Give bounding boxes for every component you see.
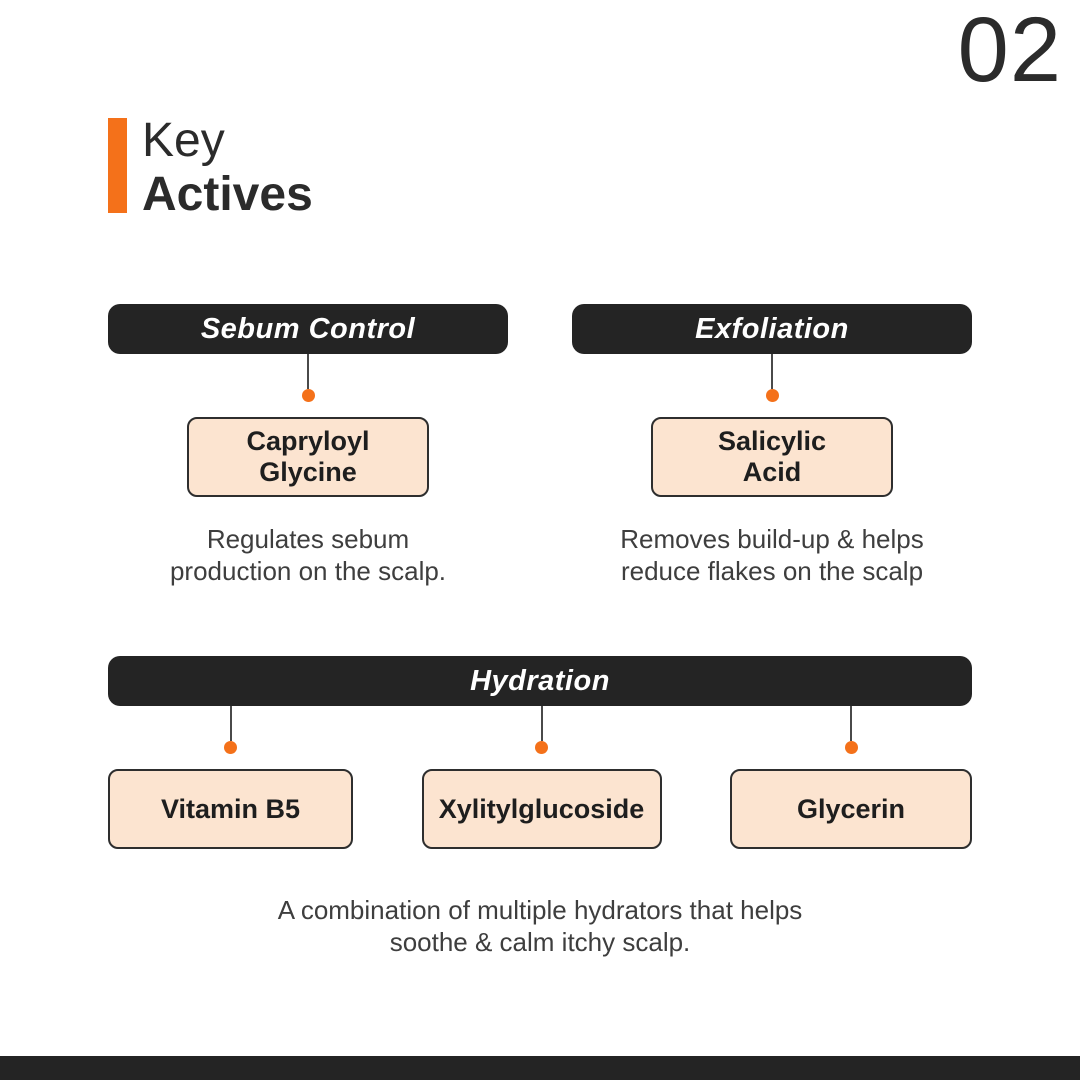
- active-box-salicylic-acid: Salicylic Acid: [651, 417, 893, 497]
- connector-dot: [844, 741, 858, 754]
- connector-line: [540, 706, 543, 741]
- category-pill-hydration: Hydration: [108, 656, 972, 706]
- active-label: Capryloyl Glycine: [246, 426, 370, 487]
- hydration-column-vitamin-b5: Vitamin B5: [108, 706, 353, 849]
- active-box-capryloyl-glycine: Capryloyl Glycine: [187, 417, 429, 497]
- page-number: 02: [957, 0, 1062, 101]
- category-pill-sebum-control: Sebum Control: [108, 304, 508, 354]
- title-text: Key Actives: [142, 114, 313, 222]
- active-box-glycerin: Glycerin: [730, 769, 972, 849]
- active-box-vitamin-b5: Vitamin B5: [108, 769, 353, 849]
- connector-dot: [224, 741, 237, 754]
- description-hydration: A combination of multiple hydrators that…: [277, 895, 803, 957]
- title-line-light: Key: [142, 114, 225, 167]
- hydration-column-xylitylglucoside: Xylitylglucoside: [421, 706, 662, 849]
- footer-bar: [0, 1056, 1080, 1080]
- section-exfoliation: Exfoliation Salicylic Acid Removes build…: [572, 304, 972, 587]
- active-label: Vitamin B5: [160, 793, 301, 824]
- section-sebum-control: Sebum Control Capryloyl Glycine Regulate…: [108, 304, 508, 587]
- hydration-column-glycerin: Glycerin: [730, 706, 972, 849]
- active-label: Xylitylglucoside: [438, 793, 645, 824]
- connector-dot: [535, 741, 548, 754]
- title-line-bold: Actives: [142, 168, 313, 221]
- description-sebum-control: Regulates sebum production on the scalp.: [169, 524, 447, 586]
- category-pill-exfoliation: Exfoliation: [572, 304, 972, 354]
- page-title: Key Actives: [108, 114, 313, 222]
- connector-dot: [765, 389, 779, 402]
- active-label: Glycerin: [796, 793, 906, 824]
- connector-dot: [301, 389, 315, 402]
- description-exfoliation: Removes build-up & helps reduce flakes o…: [620, 524, 924, 586]
- connector-line: [229, 706, 232, 741]
- active-box-xylitylglucoside: Xylitylglucoside: [421, 769, 662, 849]
- title-accent-bar: [108, 118, 127, 213]
- section-hydration: Hydration Vitamin B5 Xylitylglucoside: [108, 656, 972, 849]
- connector-line: [771, 354, 773, 389]
- active-label: Salicylic Acid: [717, 426, 827, 487]
- hydration-columns: Vitamin B5 Xylitylglucoside Glycerin: [108, 706, 972, 849]
- connector-line: [850, 706, 852, 741]
- connector-line: [307, 354, 309, 389]
